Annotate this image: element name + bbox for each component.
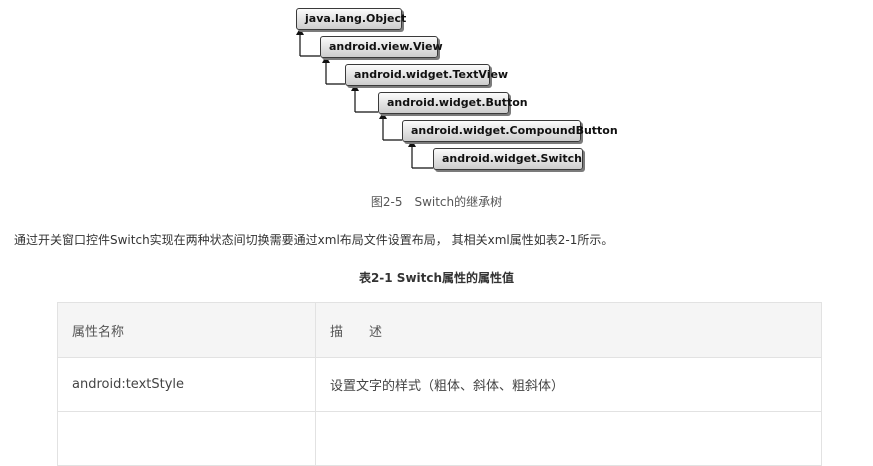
class-box-button: android.widget.Button: [378, 92, 528, 114]
class-box-object: java.lang.Object: [296, 8, 406, 30]
attributes-table: 属性名称 描 述 android:textStyle 设置文字的样式（粗体、斜体…: [57, 302, 822, 466]
class-box-view: android.view.View: [320, 36, 443, 58]
figure-caption: 图2-5 Switch的继承树: [370, 195, 503, 209]
cell-description: 设置文字的样式（粗体、斜体、粗斜体）: [315, 357, 822, 412]
table-row: [57, 411, 822, 466]
class-box-switch: android.widget.Switch: [433, 148, 583, 170]
cell-description: [315, 411, 822, 466]
table-header-row: 属性名称 描 述: [57, 302, 822, 358]
class-box-textview: android.widget.TextView: [345, 64, 508, 86]
cell-attribute-name: [57, 411, 316, 466]
cell-attribute-name: android:textStyle: [57, 357, 316, 412]
inheritance-diagram: java.lang.Object android.view.View andro…: [0, 0, 873, 180]
inheritance-connectors: [296, 28, 433, 169]
table-row: android:textStyle 设置文字的样式（粗体、斜体、粗斜体）: [57, 357, 822, 412]
header-description: 描 述: [315, 302, 822, 358]
class-box-compoundbutton: android.widget.CompoundButton: [402, 120, 618, 142]
header-attribute-name: 属性名称: [57, 302, 316, 358]
body-paragraph: 通过开关窗口控件Switch实现在两种状态间切换需要通过xml布局文件设置布局，…: [14, 233, 614, 247]
table-title: 表2-1 Switch属性的属性值: [358, 271, 515, 285]
